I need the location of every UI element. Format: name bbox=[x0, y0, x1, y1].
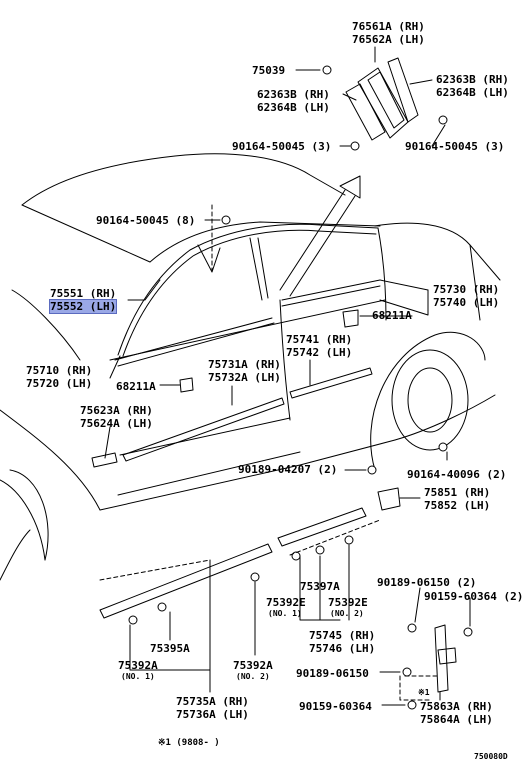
label-75863a: 75863A (RH) bbox=[420, 700, 493, 713]
label-75392e-2: 75392E bbox=[328, 596, 368, 609]
label-68211a-right: 68211A bbox=[372, 309, 412, 322]
pillar-garnishes bbox=[345, 57, 419, 141]
label-62364b-left: 62364B (LH) bbox=[257, 101, 330, 114]
label-90159-60364-2: 90159-60364 (2) bbox=[424, 590, 524, 603]
label-no2-b: (NO. 2) bbox=[236, 672, 270, 681]
label-75551: 75551 (RH) bbox=[50, 287, 117, 300]
label-90164-50045-left: 90164-50045 (3) bbox=[232, 140, 332, 153]
label-75392a-1: 75392A bbox=[118, 659, 158, 672]
bracket-75863a bbox=[434, 624, 457, 693]
label-90189-06150: 90189-06150 bbox=[296, 667, 369, 680]
footnote: ※1 (9808- ) bbox=[158, 738, 220, 748]
label-75730: 75730 (RH) bbox=[433, 283, 500, 296]
label-no1-a: (NO. 1) bbox=[268, 609, 302, 618]
label-75742: 75742 (LH) bbox=[286, 346, 353, 359]
label-75397a: 75397A bbox=[300, 580, 340, 593]
label-68211a-left: 68211A bbox=[116, 380, 156, 393]
label-75732a: 75732A (LH) bbox=[208, 371, 281, 384]
door-frame bbox=[114, 223, 387, 421]
label-62363b-left: 62363B (RH) bbox=[257, 88, 330, 101]
leader-lines bbox=[104, 46, 471, 706]
label-75864a: 75864A (LH) bbox=[420, 713, 493, 726]
label-75392a-2: 75392A bbox=[233, 659, 273, 672]
lower-mouldings bbox=[99, 507, 367, 619]
label-75039: 75039 bbox=[252, 64, 286, 77]
label-75624a: 75624A (LH) bbox=[80, 417, 153, 430]
label-76562a: 76562A (LH) bbox=[352, 33, 425, 46]
label-75745: 75745 (RH) bbox=[309, 629, 376, 642]
label-75395a: 75395A bbox=[150, 642, 190, 655]
label-75731a: 75731A (RH) bbox=[208, 358, 281, 371]
label-62364b-right: 62364B (LH) bbox=[436, 86, 509, 99]
bracket-75851 bbox=[377, 487, 401, 511]
label-star1: ※1 bbox=[418, 688, 430, 697]
label-no1-b: (NO. 1) bbox=[121, 672, 155, 681]
rear-wheel bbox=[370, 331, 486, 471]
label-75852: 75852 (LH) bbox=[424, 499, 491, 512]
diagram-id: 750080D bbox=[474, 752, 508, 761]
fastener-clips bbox=[128, 65, 473, 710]
front-wheel-arc bbox=[9, 469, 49, 561]
label-90189-06150-2: 90189-06150 (2) bbox=[377, 576, 477, 589]
label-75736a: 75736A (LH) bbox=[176, 708, 249, 721]
label-90164-50045-right: 90164-50045 (3) bbox=[405, 140, 505, 153]
label-76561a: 76561A (RH) bbox=[352, 20, 425, 33]
label-90164-40096: 90164-40096 (2) bbox=[407, 468, 507, 481]
moulding-68211a bbox=[342, 309, 359, 328]
assembly-arrows bbox=[197, 175, 361, 297]
body-mouldings bbox=[91, 367, 373, 468]
label-90189-04207: 90189-04207 (2) bbox=[238, 463, 338, 476]
label-75740: 75740 (LH) bbox=[433, 296, 500, 309]
label-75851: 75851 (RH) bbox=[424, 486, 491, 499]
label-62363b-right: 62363B (RH) bbox=[436, 73, 509, 86]
label-75720: 75720 (LH) bbox=[26, 377, 93, 390]
label-75710: 75710 (RH) bbox=[26, 364, 93, 377]
dashed-guides bbox=[99, 204, 441, 701]
label-75392e-1: 75392E bbox=[266, 596, 306, 609]
label-75746: 75746 (LH) bbox=[309, 642, 376, 655]
label-no2-a: (NO. 2) bbox=[330, 609, 364, 618]
label-75552[interactable]: 75552 (LH) bbox=[48, 299, 118, 314]
label-90159-60364: 90159-60364 bbox=[299, 700, 372, 713]
label-75735a: 75735A (RH) bbox=[176, 695, 249, 708]
clip-68211a-left bbox=[179, 377, 194, 393]
label-90164-50045-8: 90164-50045 (8) bbox=[96, 214, 196, 227]
label-75741: 75741 (RH) bbox=[286, 333, 353, 346]
label-75623a: 75623A (RH) bbox=[80, 404, 153, 417]
